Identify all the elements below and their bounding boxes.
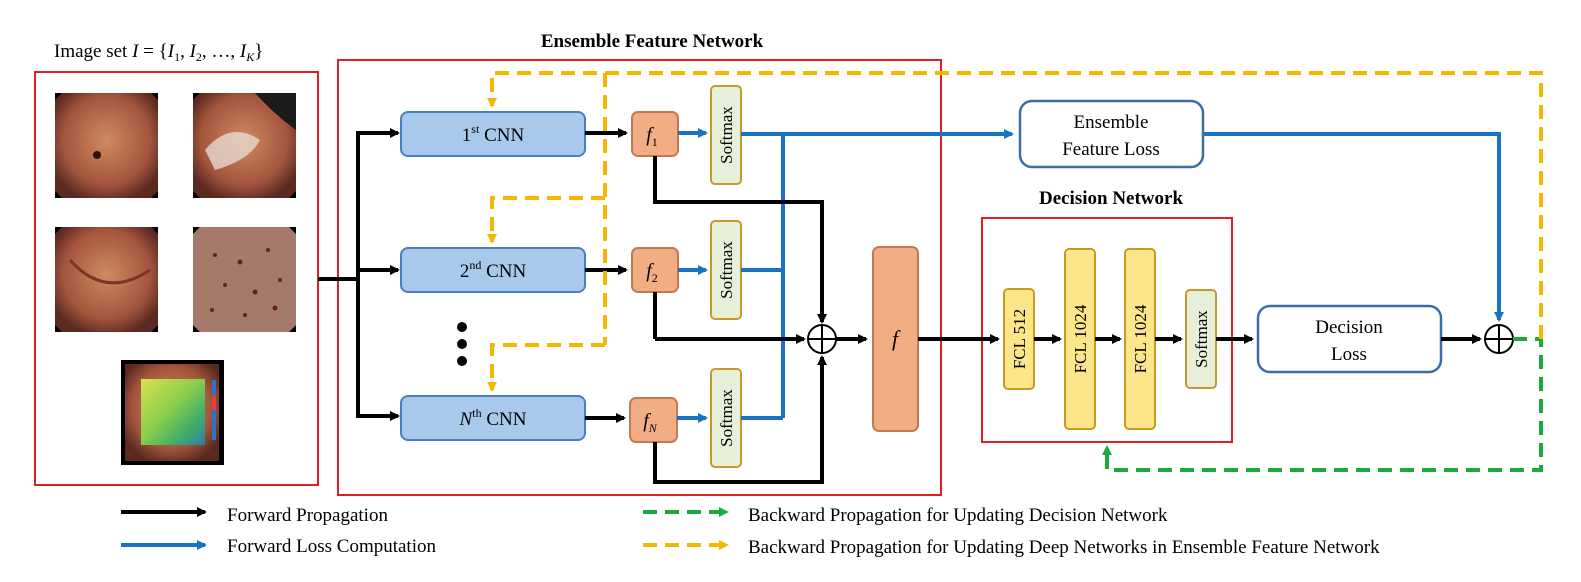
legend-item-forward-loss: Forward Loss Computation bbox=[121, 536, 436, 557]
softmax-1: Softmax bbox=[710, 85, 742, 185]
legend-item-backward-ensemble: Backward Propagation for Updating Deep N… bbox=[643, 537, 1380, 558]
backward-ensemble-lines bbox=[487, 71, 1543, 392]
cnn-to-feature-arrows bbox=[585, 128, 628, 423]
svg-text:FCL 1024: FCL 1024 bbox=[1131, 304, 1150, 373]
svg-text:FCL 1024: FCL 1024 bbox=[1071, 304, 1090, 373]
legend-item-backward-decision: Backward Propagation for Updating Decisi… bbox=[643, 505, 1168, 526]
cnn-1: 1st CNN bbox=[400, 111, 586, 157]
svg-text:Feature Loss: Feature Loss bbox=[1062, 139, 1160, 160]
svg-text:Forward Loss Computation: Forward Loss Computation bbox=[227, 536, 436, 557]
feature-f1: f1 bbox=[631, 111, 679, 157]
svg-text:Backward Propagation for Updat: Backward Propagation for Updating Deep N… bbox=[748, 537, 1380, 558]
legend-item-forward-propagation: Forward Propagation bbox=[121, 505, 388, 526]
forward-loss-lines bbox=[741, 129, 1504, 420]
forward-input-lines bbox=[318, 128, 400, 421]
endoscopy-image-4 bbox=[193, 227, 296, 332]
image-set-title: Image set I = {I1, I2, …, IK} bbox=[54, 41, 263, 64]
svg-text:Softmax: Softmax bbox=[717, 241, 736, 299]
backward-decision-line bbox=[1102, 337, 1543, 472]
svg-text:Ensemble: Ensemble bbox=[1074, 112, 1149, 133]
ensemble-feature-loss: Ensemble Feature Loss bbox=[1018, 99, 1205, 169]
svg-text:Softmax: Softmax bbox=[717, 106, 736, 164]
sum-node-total-loss bbox=[1484, 324, 1514, 354]
endoscopy-image-5-heatmap bbox=[121, 360, 224, 465]
svg-text:Softmax: Softmax bbox=[717, 389, 736, 447]
svg-text:Forward Propagation: Forward Propagation bbox=[227, 505, 388, 526]
decision-softmax: Softmax bbox=[1185, 289, 1217, 389]
svg-text:Decision: Decision bbox=[1315, 317, 1383, 338]
cnn-2: 2nd CNN bbox=[400, 247, 586, 293]
decision-loss: Decision Loss bbox=[1256, 304, 1443, 374]
cnn-n-label: Nth CNN bbox=[459, 406, 527, 430]
endoscopy-image-2 bbox=[193, 93, 296, 198]
svg-text:Softmax: Softmax bbox=[1192, 310, 1211, 368]
svg-text:f: f bbox=[892, 326, 901, 351]
feature-to-softmax-arrows bbox=[677, 128, 708, 423]
decision-frame bbox=[981, 217, 1233, 443]
svg-text:fN: fN bbox=[643, 410, 658, 435]
sum-node-ensemble bbox=[807, 324, 837, 354]
cnn-2-label: 2nd CNN bbox=[460, 258, 527, 282]
fcl-1024-a: FCL 1024 bbox=[1064, 248, 1096, 430]
fcl-512: FCL 512 bbox=[1003, 288, 1035, 390]
svg-text:FCL 512: FCL 512 bbox=[1010, 309, 1029, 369]
fused-feature-f: f bbox=[872, 246, 919, 432]
softmax-2: Softmax bbox=[710, 220, 742, 320]
fcl-1024-b: FCL 1024 bbox=[1124, 248, 1156, 430]
endoscopy-image-1 bbox=[55, 93, 158, 198]
softmax-n: Softmax bbox=[710, 368, 742, 468]
cnn-1-label: 1st CNN bbox=[462, 122, 525, 146]
feature-fn: fN bbox=[629, 397, 678, 443]
ensemble-title: Ensemble Feature Network bbox=[541, 31, 764, 52]
svg-text:f2: f2 bbox=[646, 260, 658, 285]
decision-title: Decision Network bbox=[1039, 188, 1183, 209]
svg-text:f1: f1 bbox=[646, 124, 658, 149]
legend: Forward Propagation Forward Loss Computa… bbox=[121, 505, 1380, 558]
svg-text:Backward Propagation for Updat: Backward Propagation for Updating Decisi… bbox=[748, 505, 1168, 526]
feature-to-sum-lines bbox=[653, 156, 827, 484]
ellipsis-dots bbox=[457, 322, 467, 366]
feature-f2: f2 bbox=[631, 247, 679, 293]
cnn-n: Nth CNN bbox=[400, 395, 586, 441]
endoscopy-image-3 bbox=[55, 227, 158, 332]
svg-text:Loss: Loss bbox=[1331, 344, 1367, 365]
